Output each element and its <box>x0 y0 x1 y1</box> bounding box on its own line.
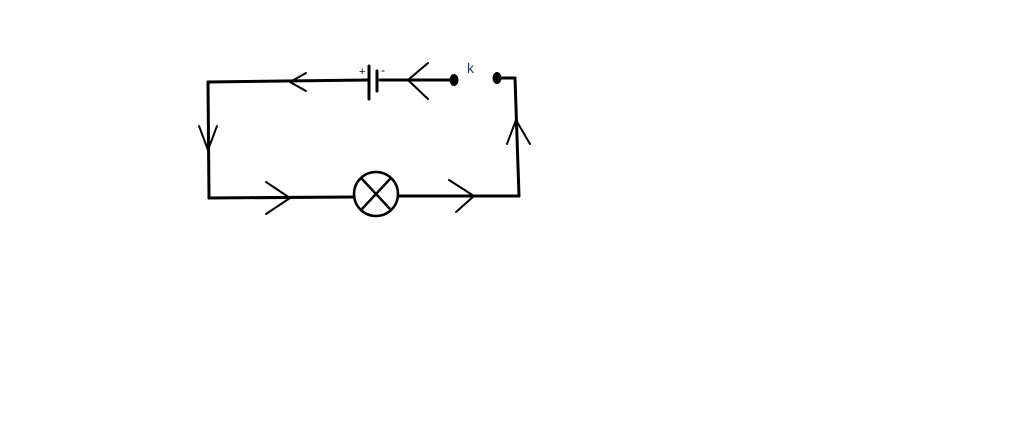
battery-minus-label: - <box>381 63 385 77</box>
battery-plus-label: + <box>359 66 365 78</box>
wire-top-left <box>206 78 371 84</box>
arrow-left-icon <box>289 72 307 92</box>
switch-right-contact <box>492 72 502 84</box>
switch-left-contact <box>449 74 459 86</box>
arrow-left-icon <box>407 62 429 100</box>
arrow-up-icon <box>506 119 531 145</box>
battery: + - <box>359 63 385 101</box>
wire-left <box>206 80 211 200</box>
switch: k <box>449 60 502 86</box>
wires <box>206 76 521 200</box>
wire-right <box>513 76 521 198</box>
arrow-down-icon <box>198 125 218 151</box>
wire-bottom-left <box>207 195 355 200</box>
current-arrows <box>198 62 531 215</box>
arrow-right-icon <box>448 179 475 213</box>
arrow-right-icon <box>265 181 291 215</box>
switch-label: k <box>467 60 475 76</box>
lamp-cross-b <box>360 177 392 211</box>
lamp <box>352 170 400 218</box>
